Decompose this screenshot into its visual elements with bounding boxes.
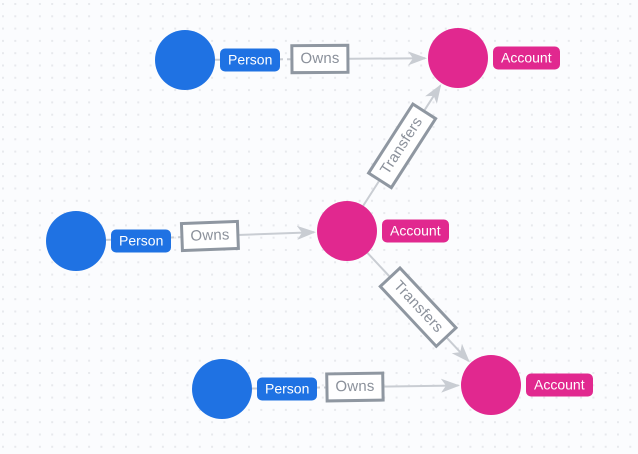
relationship-label-owns-0[interactable]: Owns	[290, 43, 350, 75]
node-circle-account-1[interactable]	[428, 28, 488, 88]
node-label-person-2[interactable]: Person	[111, 229, 172, 253]
node-circle-person-3[interactable]	[192, 359, 252, 419]
node-label-account-2[interactable]: Account	[382, 219, 449, 243]
node-label-account-1[interactable]: Account	[493, 46, 560, 70]
node-label-person-1[interactable]: Person	[220, 48, 281, 72]
relationship-label-owns-1[interactable]: Owns	[179, 219, 241, 253]
node-circle-person-2[interactable]	[46, 211, 106, 271]
node-circle-account-3[interactable]	[461, 355, 521, 415]
node-label-account-3[interactable]: Account	[526, 373, 593, 397]
node-circle-person-1[interactable]	[155, 30, 215, 90]
relationship-label-owns-2[interactable]: Owns	[325, 371, 385, 403]
node-label-person-3[interactable]: Person	[257, 377, 318, 401]
node-circle-account-2[interactable]	[317, 201, 377, 261]
